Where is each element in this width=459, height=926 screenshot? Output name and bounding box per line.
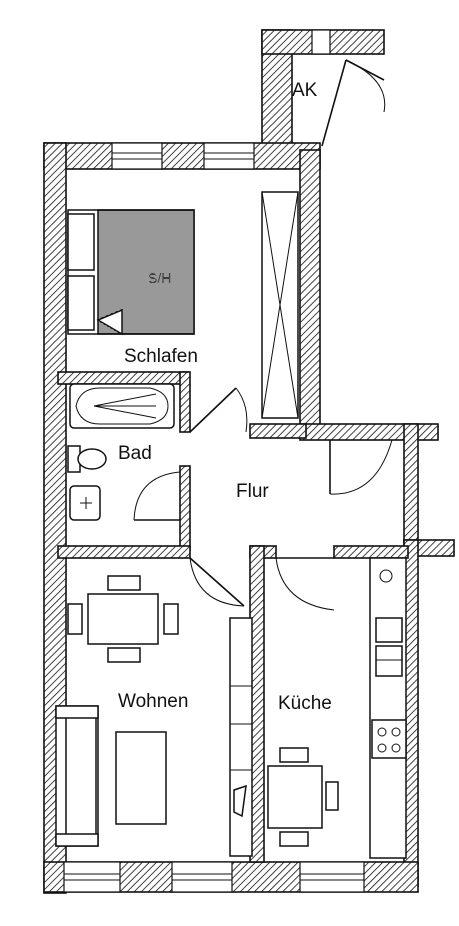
doors	[133, 387, 393, 611]
room-label-flur: Flur	[236, 481, 269, 502]
shelf-unit	[229, 617, 253, 857]
kitchen-counter	[369, 557, 407, 859]
room-label-kueche: Küche	[278, 693, 332, 714]
sofa	[55, 705, 99, 847]
ak-door	[321, 59, 386, 147]
washbasin	[69, 485, 101, 521]
windows	[63, 29, 365, 893]
toilet	[67, 445, 107, 473]
bathtub	[69, 383, 175, 429]
dining-table-wohnen	[67, 575, 179, 663]
inner-walls	[57, 371, 409, 863]
room-label-wohnen: Wohnen	[118, 691, 188, 712]
coffee-table	[115, 731, 167, 825]
room-label-ak: AK	[292, 80, 318, 101]
room-label-bad: Bad	[118, 443, 152, 464]
bed	[67, 209, 195, 336]
outer-walls	[43, 29, 455, 894]
wardrobe	[261, 191, 299, 419]
dining-table-kueche	[267, 747, 339, 847]
bed-label: S/H	[148, 270, 171, 286]
room-label-schlafen: Schlafen	[124, 346, 198, 367]
